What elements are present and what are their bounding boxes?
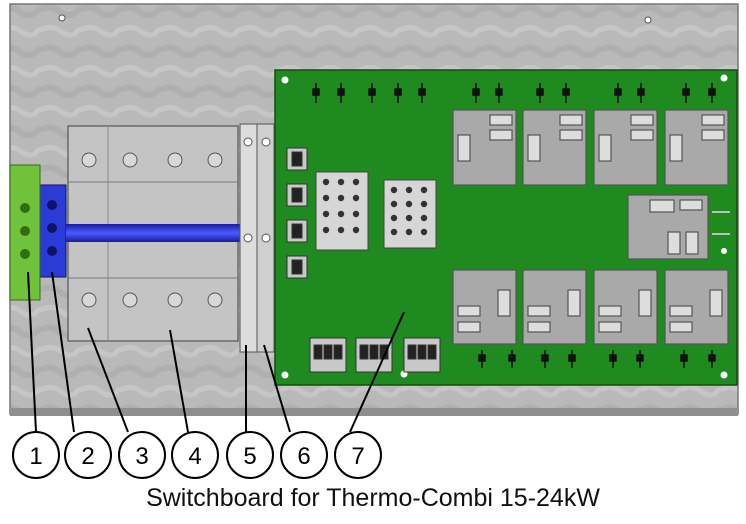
connector-pin [405, 200, 413, 208]
pcb-terminal-bottom [309, 337, 441, 373]
connector-pin [405, 228, 413, 236]
connector-pin [322, 210, 330, 218]
connector-pin [390, 228, 398, 236]
callout-1: 1 [12, 431, 60, 479]
callout-label-7: 7 [351, 443, 364, 470]
callout-2: 2 [64, 431, 112, 479]
connector-pin [352, 226, 360, 234]
callout-label-3: 3 [135, 443, 148, 470]
connector-pin [337, 194, 345, 202]
control-pcb [274, 69, 738, 386]
relay-bank-bottom [452, 269, 729, 345]
callout-4: 4 [171, 431, 219, 479]
connector-pin [420, 186, 428, 194]
connector-pin [405, 186, 413, 194]
connector-pin [405, 214, 413, 222]
callout-label-4: 4 [188, 443, 201, 470]
figure-caption: Switchboard for Thermo-Combi 15-24kW [146, 484, 600, 512]
callout-label-1: 1 [29, 443, 42, 470]
connector-pin [322, 178, 330, 186]
connector-pin [352, 210, 360, 218]
connector-pin [337, 178, 345, 186]
connector-pin [352, 194, 360, 202]
neutral-busbar [39, 184, 242, 278]
callout-label-6: 6 [297, 443, 310, 470]
small-components [712, 211, 730, 235]
relay-middle [627, 194, 709, 260]
terminal-plates [239, 123, 275, 353]
callout-3: 3 [118, 431, 166, 479]
component-row-top [312, 83, 716, 103]
relay-bank-top [452, 109, 729, 186]
connector-pin [420, 214, 428, 222]
callout-leaders [27, 271, 405, 433]
callout-label-2: 2 [81, 443, 94, 470]
connector-pin [390, 214, 398, 222]
callout-5: 5 [226, 431, 274, 479]
connector-pin [420, 200, 428, 208]
callout-7: 7 [334, 431, 382, 479]
callout-label-5: 5 [243, 443, 256, 470]
connector-pin [337, 210, 345, 218]
connector-pin [322, 226, 330, 234]
connector-pin [322, 194, 330, 202]
earth-terminal [9, 164, 41, 301]
callout-6: 6 [280, 431, 328, 479]
pcb-terminal-column [286, 147, 308, 279]
connector-pin [337, 226, 345, 234]
connector-pin [352, 178, 360, 186]
component-row-bottom [478, 350, 716, 368]
callout-circles: 1 2 3 4 5 6 7 [12, 431, 382, 479]
connector-pin [390, 200, 398, 208]
connector-pin [390, 186, 398, 194]
connector-pin [420, 228, 428, 236]
